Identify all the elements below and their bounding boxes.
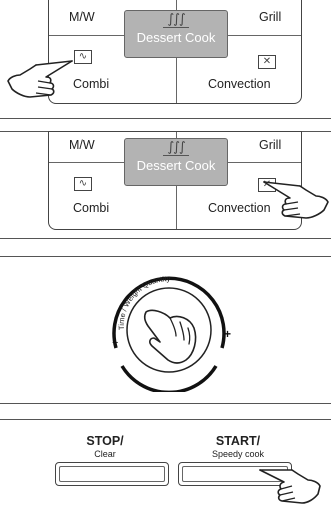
stop-clear-label: STOP/ Clear	[70, 434, 140, 459]
dial-plus-mark: +	[224, 327, 231, 341]
combi-icon: ∿	[74, 177, 92, 191]
section-divider	[0, 118, 331, 119]
dial-minus-mark: −	[112, 337, 118, 349]
combi-button-label[interactable]: Combi	[73, 201, 109, 215]
mw-button-label[interactable]: M/W	[69, 10, 95, 24]
cook-mode-panel-1: M/W Grill ∫∫∫ Dessert Cook ∿ Combi ✕ Con…	[48, 0, 302, 104]
dessert-cook-label: Dessert Cook	[125, 30, 227, 45]
dessert-cook-button[interactable]: ∫∫∫ Dessert Cook	[124, 138, 228, 186]
grill-button-label[interactable]: Grill	[259, 10, 281, 24]
time-weight-dial[interactable]: Time / Weight Quantity − +	[94, 268, 244, 392]
dial-graphic: Time / Weight Quantity − +	[94, 268, 244, 392]
convection-button-label[interactable]: Convection	[208, 77, 271, 91]
section-divider	[0, 238, 331, 239]
pointing-hand-icon	[6, 55, 74, 101]
stop-clear-button[interactable]	[55, 462, 169, 486]
combi-button-label[interactable]: Combi	[73, 77, 109, 91]
grill-button-label[interactable]: Grill	[259, 138, 281, 152]
pointing-hand-icon	[258, 462, 322, 506]
section-divider	[0, 419, 331, 420]
steam-icon: ∫∫∫	[125, 14, 227, 26]
section-divider	[0, 403, 331, 404]
pointing-hand-icon	[262, 176, 330, 222]
section-divider	[0, 256, 331, 257]
dessert-cook-label: Dessert Cook	[125, 158, 227, 173]
dessert-cook-button[interactable]: ∫∫∫ Dessert Cook	[124, 10, 228, 58]
steam-icon: ∫∫∫	[125, 142, 227, 154]
convection-fan-icon: ✕	[258, 55, 276, 69]
start-speedy-cook-label: START/ Speedy cook	[188, 434, 288, 459]
combi-icon: ∿	[74, 50, 92, 64]
mw-button-label[interactable]: M/W	[69, 138, 95, 152]
